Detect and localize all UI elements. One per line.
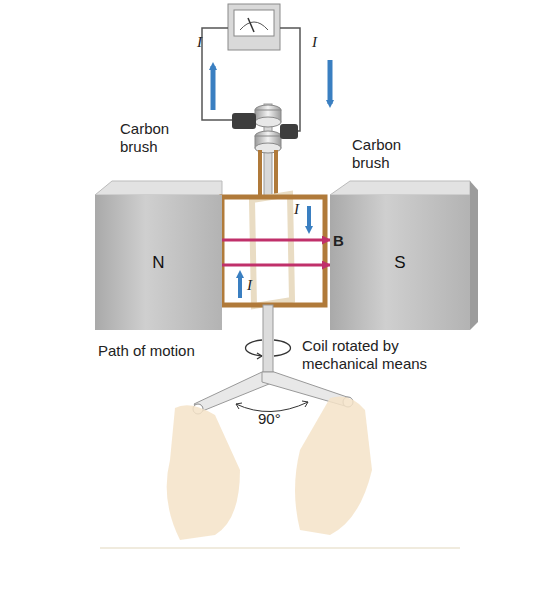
brush-label: Carbon brush [352,136,432,172]
pole-letter: N [152,253,164,273]
coil-ghost [252,194,292,306]
current-arrow [307,206,311,230]
current-arrow [211,66,216,110]
hands [167,397,372,541]
coil [222,197,325,305]
pole-letter: S [394,253,405,273]
rotation-label: Coil rotated by mechanical means [302,337,472,373]
carbon-brush [232,113,298,139]
motion-label: Path of motion [98,342,228,360]
magnet-south: S [330,195,470,330]
shaft [263,305,273,377]
field-line [222,264,330,267]
base-line [100,547,460,549]
brush-label: Carbon brush [120,120,200,156]
current-arrow [328,60,333,104]
circuit-wire [202,28,300,131]
current-arrow [238,274,242,298]
field-line [222,239,330,242]
current-label: I [197,33,211,51]
angle-label: 90° [258,410,298,428]
coil-lead [260,150,276,196]
field-label: B [333,232,344,250]
slip-rings [255,104,281,196]
rotation-arrow [246,340,291,359]
magnet-body [95,181,478,330]
current-label: I [247,276,259,294]
magnet-north: N [95,195,222,330]
galvanometer [228,4,280,50]
current-label: I [312,33,326,51]
current-label: I [294,200,306,218]
